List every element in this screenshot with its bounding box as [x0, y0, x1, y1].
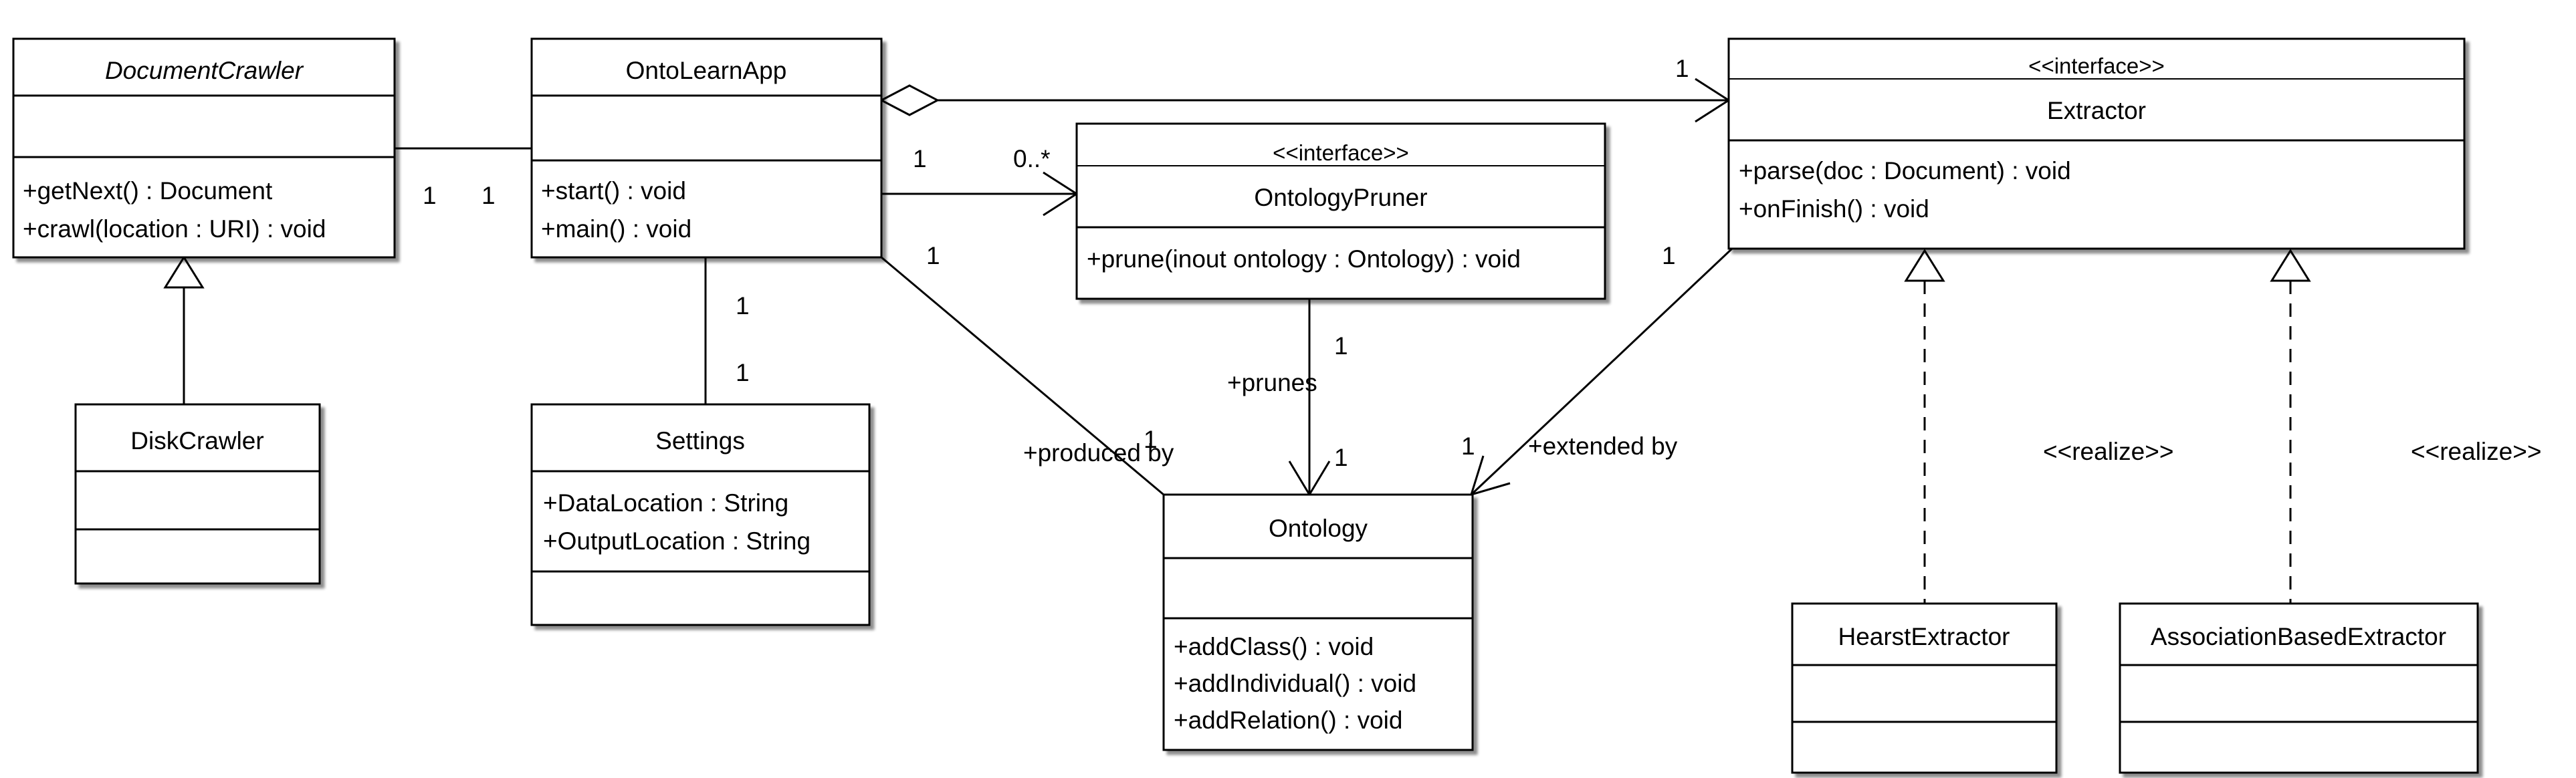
class-name: AssociationBasedExtractor	[2151, 623, 2446, 650]
operation-item: +main() : void	[541, 215, 691, 243]
multiplicity-label: 1	[423, 182, 437, 209]
attribute-item: +OutputLocation : String	[543, 527, 811, 555]
multiplicity-label: 1	[1334, 444, 1348, 471]
operation-item: +addClass() : void	[1174, 633, 1374, 660]
operation-item: +parse(doc : Document) : void	[1739, 157, 2071, 184]
realization-arrow-icon	[2270, 249, 2311, 282]
class-onto-learn-app[interactable]	[530, 37, 883, 259]
class-disk-crawler[interactable]	[74, 403, 321, 585]
app-ontology-association	[881, 256, 1164, 496]
class-name: Settings	[655, 427, 745, 455]
operation-item: +start() : void	[541, 177, 686, 205]
stereotype-label: <<realize>>	[2411, 438, 2541, 465]
stereotype-label: <<interface>>	[1273, 140, 1409, 165]
multiplicity-label: 1	[1334, 332, 1348, 360]
class-name: Ontology	[1269, 515, 1368, 542]
class-name: OntologyPruner	[1254, 184, 1427, 211]
operation-item: +prune(inout ontology : Ontology) : void	[1087, 245, 1521, 273]
multiplicity-label: 1	[1675, 55, 1689, 82]
stereotype-label: <<realize>>	[2043, 438, 2173, 465]
generalization-arrow-icon	[163, 255, 205, 289]
class-name: HearstExtractor	[1838, 623, 2010, 650]
class-name: Extractor	[2047, 97, 2146, 124]
multiplicity-label: 1	[1662, 242, 1676, 269]
role-label: +produced by	[1023, 439, 1174, 467]
operation-item: +crawl(location : URI) : void	[23, 215, 326, 243]
realization-arrow-icon	[1904, 249, 1945, 282]
class-name: OntoLearnApp	[626, 57, 787, 84]
class-extractor[interactable]	[1727, 37, 2466, 250]
operation-item: +addIndividual() : void	[1174, 670, 1416, 697]
multiplicity-label: 1	[1144, 426, 1158, 453]
class-association-based-extractor[interactable]	[2119, 602, 2479, 774]
class-settings[interactable]	[530, 403, 871, 626]
class-hearst-extractor[interactable]	[1791, 602, 2058, 774]
multiplicity-label: 0..*	[1013, 145, 1051, 172]
class-ontology[interactable]	[1162, 493, 1474, 751]
multiplicity-label: 1	[481, 182, 496, 209]
multiplicity-label: 1	[736, 359, 750, 386]
multiplicity-label: 1	[926, 242, 940, 269]
class-name: DocumentCrawler	[105, 57, 304, 84]
aggregation-diamond-icon	[879, 84, 940, 116]
multiplicity-label: 1	[736, 292, 750, 319]
multiplicity-label: 1	[1461, 432, 1475, 460]
operation-item: +getNext() : Document	[23, 177, 273, 205]
class-name: DiskCrawler	[130, 427, 263, 455]
operation-item: +addRelation() : void	[1174, 706, 1402, 734]
attribute-item: +DataLocation : String	[543, 489, 788, 517]
class-ontology-pruner[interactable]	[1075, 122, 1606, 300]
class-document-crawler[interactable]	[12, 37, 396, 259]
role-label: +extended by	[1528, 432, 1678, 460]
stereotype-label: <<interface>>	[2028, 53, 2165, 78]
multiplicity-label: 1	[913, 145, 927, 172]
role-label: +prunes	[1227, 369, 1317, 396]
operation-item: +onFinish() : void	[1739, 195, 1929, 223]
extractor-ontology-association	[1470, 247, 1733, 496]
